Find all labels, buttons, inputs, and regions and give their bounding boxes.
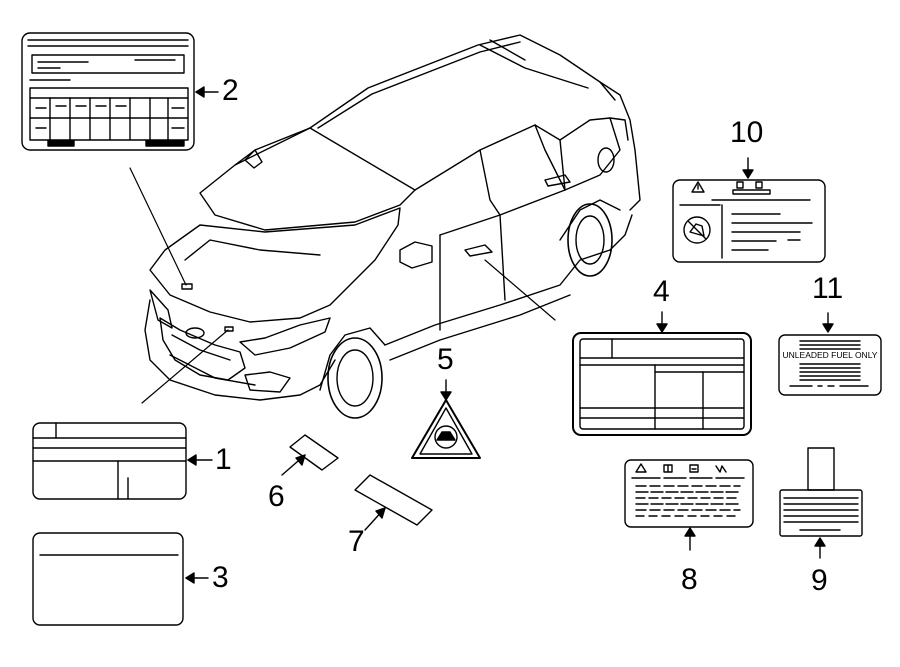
label-1: [32, 422, 213, 500]
no-symbol-icon: [683, 216, 711, 244]
callout-11: 11: [812, 272, 844, 305]
callout-4: 4: [653, 275, 670, 308]
callout-10: 10: [730, 116, 764, 149]
callout-8: 8: [681, 563, 698, 596]
battery-icon: [689, 464, 699, 473]
label-6: [281, 434, 339, 476]
book-icon: [663, 464, 673, 473]
label-4: [572, 311, 752, 436]
callout-5: 5: [437, 343, 454, 376]
callout-2: 2: [222, 74, 239, 107]
callout-3: 3: [212, 561, 229, 594]
label-11: UNLEADED FUEL ONLY: [778, 312, 882, 396]
warning-triangle-icon: [635, 463, 647, 473]
label-3: [32, 532, 209, 626]
leader-lines: [129, 167, 556, 404]
callout-1: 1: [215, 443, 232, 476]
label-2: [21, 32, 219, 151]
warning-triangle-icon: [691, 181, 705, 193]
label-9: [779, 447, 863, 559]
label-8: [624, 459, 754, 551]
label-5: [411, 379, 481, 459]
label-10: [672, 157, 826, 263]
fuel-warning-text: UNLEADED FUEL ONLY: [783, 350, 878, 360]
callout-6: 6: [268, 480, 285, 513]
callout-7: 7: [348, 525, 365, 558]
label-7: [354, 474, 433, 531]
fuse-icon: [715, 465, 727, 473]
vehicle-outline: [144, 34, 641, 419]
callout-9: 9: [811, 564, 828, 597]
